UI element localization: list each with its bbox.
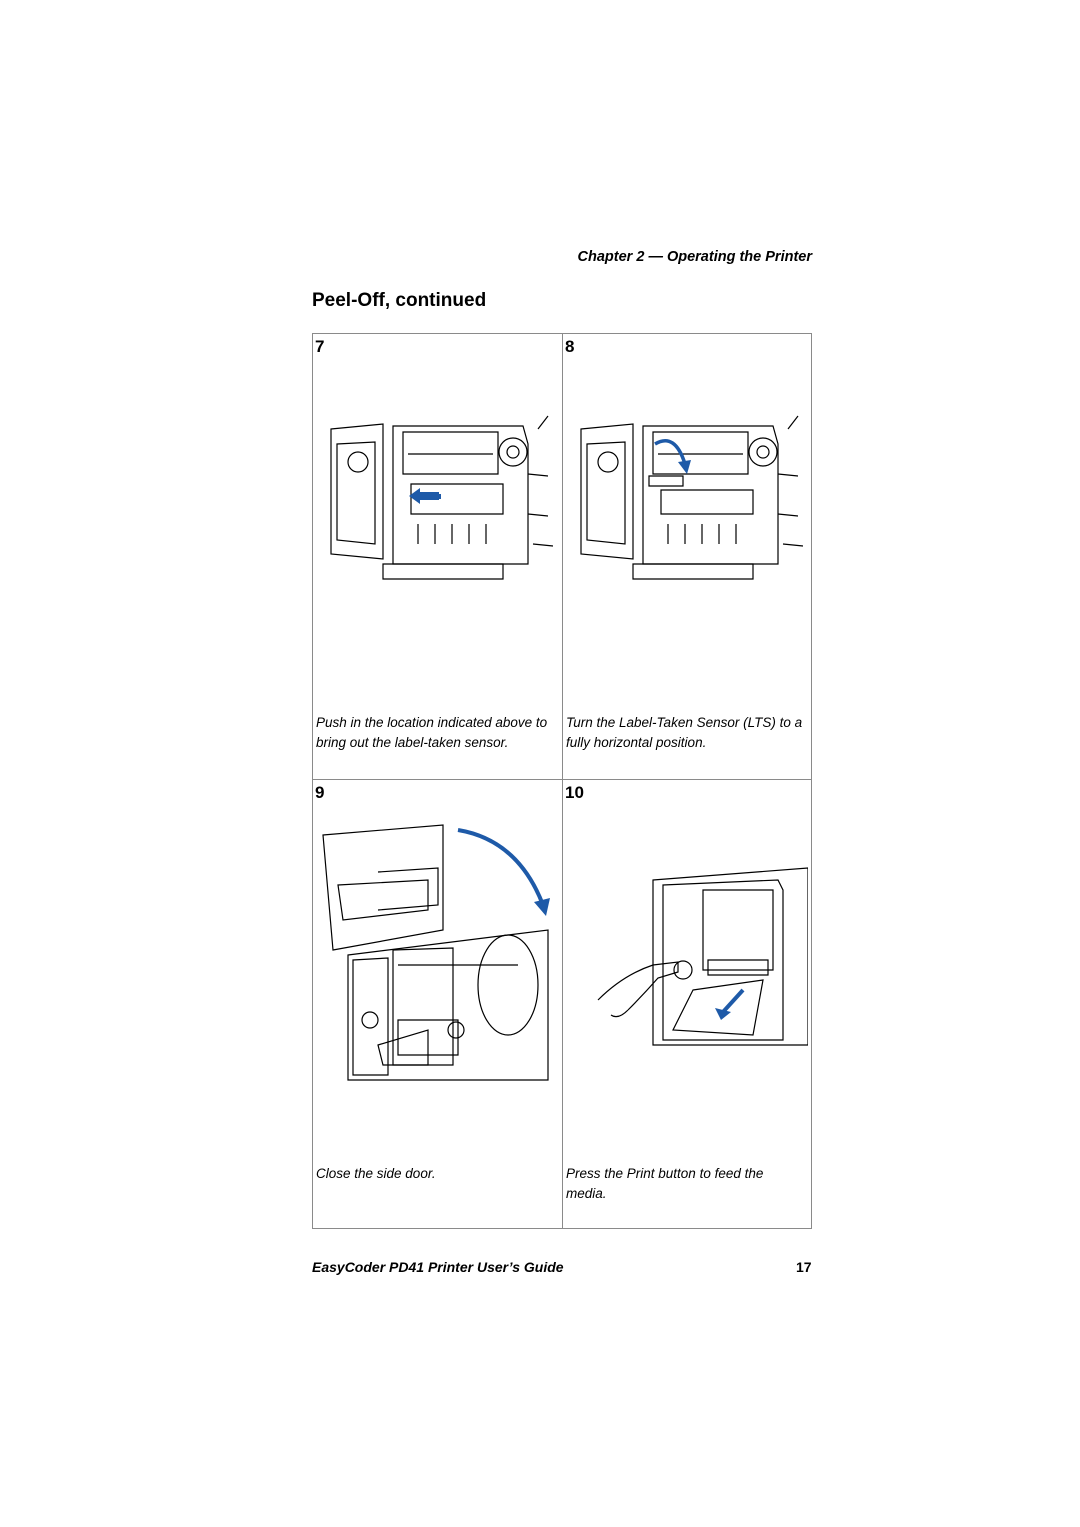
step-number: 9 xyxy=(315,783,325,802)
section-title: Peel-Off, continued xyxy=(312,290,487,311)
printer-print-button-illustration xyxy=(597,867,808,1046)
step-7: 7 Push in the location indicated above t… xyxy=(313,334,562,779)
page-number: 17 xyxy=(796,1259,812,1275)
step-caption: Close the side door. xyxy=(316,1166,436,1181)
table-divider-horizontal xyxy=(313,779,811,780)
step-number: 10 xyxy=(565,783,584,802)
chapter-header: Chapter 2 — Operating the Printer xyxy=(577,249,812,265)
printer-mechanism-illustration xyxy=(330,415,554,580)
footer-title: EasyCoder PD41 Printer User’s Guide xyxy=(312,1259,564,1275)
printer-side-door-illustration xyxy=(322,824,550,1081)
step-number: 7 xyxy=(315,337,325,356)
step-caption: Press the Print button to feed the media… xyxy=(566,1166,764,1201)
step-10: 10 Press the Print button to feed the me… xyxy=(563,780,812,1229)
step-9: 9 Close the side door. xyxy=(313,780,562,1229)
step-number: 8 xyxy=(565,337,575,356)
step-8: 8 Turn the Label-Taken Sensor (L xyxy=(563,334,812,779)
step-caption: Push in the location indicated above to … xyxy=(316,715,548,750)
table-divider-vertical xyxy=(562,334,563,1228)
steps-table: 7 Push in the location indicated above t… xyxy=(312,333,812,1229)
printer-mechanism-illustration xyxy=(580,415,804,580)
step-caption: Turn the Label-Taken Sensor (LTS) to a f… xyxy=(566,715,803,750)
